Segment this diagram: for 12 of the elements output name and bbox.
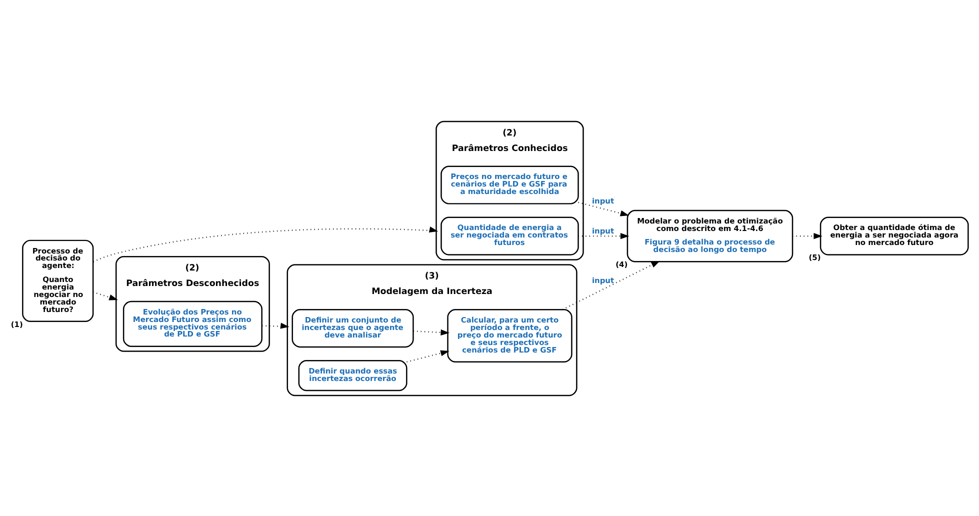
node-label: (2) — [185, 262, 200, 273]
arrow — [562, 260, 660, 310]
arrow — [578, 232, 630, 239]
arrow — [792, 232, 822, 239]
node-label: (3) — [424, 271, 439, 282]
node-label: (2) — [502, 128, 517, 138]
arrow — [578, 201, 630, 216]
arrow — [93, 226, 438, 262]
arrow — [262, 322, 290, 328]
arrow — [406, 350, 450, 362]
arrow — [413, 328, 450, 335]
arrow — [92, 290, 118, 300]
